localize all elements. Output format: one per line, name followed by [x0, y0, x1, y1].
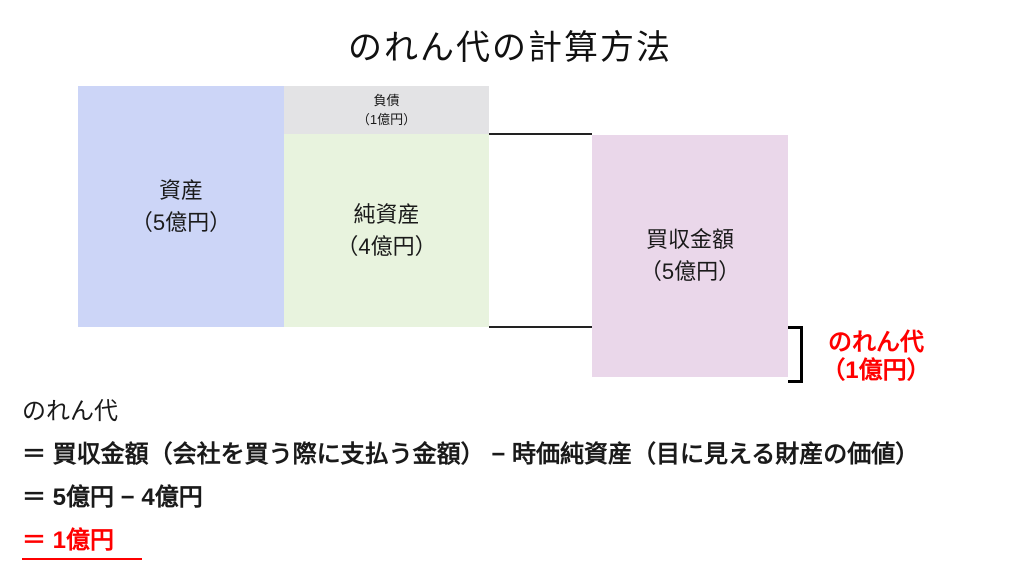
liability-box-label: 負債: [373, 92, 400, 108]
purchase-box-label: 買収金額: [645, 227, 734, 253]
formula-line-definition: ＝ 買収金額（会社を買う際に支払う金額） − 時価純資産（目に見える財産の価値）: [22, 441, 920, 468]
asset-box-amount: （5億円）: [130, 209, 232, 235]
net-asset-box-label: 純資産: [353, 201, 420, 227]
formula-block: のれん代 ＝ 買収金額（会社を買う際に支払う金額） − 時価純資産（目に見える財…: [22, 398, 919, 574]
net-asset-box-amount: （4億円）: [336, 233, 437, 259]
goodwill-label: のれん代 （1億円）: [806, 329, 946, 385]
liability-box: 負債 （1億円）: [284, 86, 489, 134]
goodwill-label-line1: のれん代: [828, 329, 924, 356]
purchase-amount-box: 買収金額 （5億円）: [592, 135, 788, 377]
goodwill-bracket: [788, 326, 803, 383]
formula-line-heading: のれん代: [22, 398, 118, 425]
net-asset-box: 純資産 （4億円）: [284, 134, 489, 327]
purchase-box-amount: （5億円）: [639, 259, 741, 284]
page-title: のれん代の計算方法: [348, 29, 672, 67]
formula-line-result: ＝ 1億円: [22, 527, 919, 560]
liability-box-amount: （1億円）: [356, 112, 417, 127]
asset-box: 資産 （5億円）: [78, 86, 284, 327]
formula-line-values: ＝ 5億円 − 4億円: [22, 484, 203, 511]
formula-result-text: ＝ 1億円: [22, 527, 143, 560]
goodwill-label-line2: （1億円）: [821, 357, 931, 384]
connector-line-top: [489, 133, 592, 135]
asset-box-label: 資産: [158, 177, 203, 203]
connector-line-bottom: [489, 326, 592, 328]
